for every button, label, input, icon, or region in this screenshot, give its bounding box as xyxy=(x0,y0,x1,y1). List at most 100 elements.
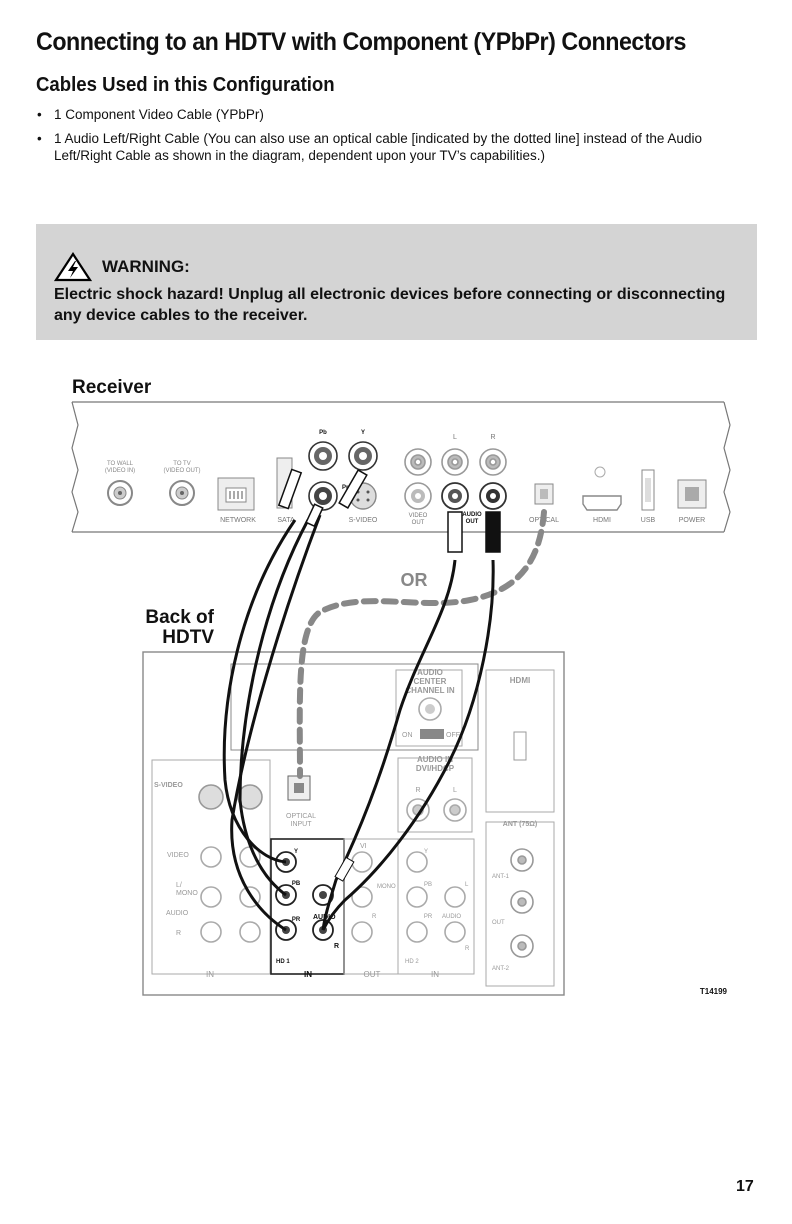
hd2-in-label: IN xyxy=(431,970,439,979)
warning-box: WARNING: Electric shock hazard! Unplug a… xyxy=(36,224,757,340)
page-title: Connecting to an HDTV with Component (YP… xyxy=(36,28,686,56)
tv-l-mono-sub-label: MONO xyxy=(176,890,198,897)
hd1-in-label: IN xyxy=(304,970,312,979)
svideo-label: S-VIDEO xyxy=(349,517,378,524)
hdtv-label-line2: HDTV xyxy=(162,627,214,648)
mid-mono-label: MONO xyxy=(377,884,396,890)
pr-label: Pr xyxy=(342,485,349,491)
led-indicator xyxy=(594,466,606,478)
to-tv-label: TO TV xyxy=(173,461,190,467)
tv-audio-label: AUDIO xyxy=(166,910,189,917)
video-out-sub-label: OUT xyxy=(412,520,425,526)
warning-header: WARNING: xyxy=(54,252,190,282)
hdtv-upper-block xyxy=(230,663,479,751)
tv-optical-label: OPTICAL xyxy=(286,813,316,820)
on-label: ON xyxy=(402,732,413,739)
hd2-pb-label: PB xyxy=(424,882,432,888)
figure-id: T14199 xyxy=(700,987,728,996)
audio-center-label-3: CHANNEL IN xyxy=(405,686,454,695)
receiver-hdmi-port xyxy=(582,495,622,511)
audio-out-left-jack xyxy=(441,482,469,510)
optical-cable-dotted xyxy=(296,509,547,779)
or-label: OR xyxy=(401,570,428,590)
antenna-ports xyxy=(510,848,534,958)
audio-in-r-label: R xyxy=(415,787,420,794)
hd2-y-label: Y xyxy=(424,849,428,855)
network-label: NETWORK xyxy=(220,517,256,524)
audio-center-group xyxy=(395,669,463,747)
tv-hdmi-label: HDMI xyxy=(510,676,530,685)
power-label: POWER xyxy=(679,517,705,524)
network-port xyxy=(217,477,255,511)
tv-svideo-ports xyxy=(198,784,263,810)
ant2-label: ANT-2 xyxy=(492,966,510,972)
tv-video-label: VIDEO xyxy=(167,852,189,859)
audio-cable xyxy=(321,559,495,931)
hd1-label: HD 1 xyxy=(276,959,290,965)
l-label: L xyxy=(453,434,457,441)
hd2-r-label: R xyxy=(465,946,470,952)
ant1-label: ANT-1 xyxy=(492,874,510,880)
tv-svideo-label: S-VIDEO xyxy=(154,782,183,789)
power-port xyxy=(677,479,707,509)
connection-diagram: Receiver TO WALL (VIDEO IN) TO TV (VIDEO… xyxy=(71,377,731,996)
receiver-optical-port xyxy=(534,483,554,505)
audio-center-label-1: AUDIO xyxy=(417,668,443,677)
antenna-group xyxy=(485,821,555,987)
list-item: 1 Audio Left/Right Cable (You can also u… xyxy=(36,130,716,164)
mid-vi-label: VI xyxy=(360,843,367,850)
hd2-jacks xyxy=(406,851,466,943)
hdmi-label: HDMI xyxy=(593,517,611,524)
hd2-pr-label: PR xyxy=(424,914,433,920)
left-group-jacks xyxy=(200,846,261,943)
tv-l-mono-label: L/ xyxy=(176,882,182,889)
hd2-label: HD 2 xyxy=(405,959,419,965)
to-wall-label: TO WALL xyxy=(107,461,134,467)
receiver-label: Receiver xyxy=(72,377,152,398)
audio-in-label: AUDIO IN xyxy=(417,755,453,764)
component-video-cable xyxy=(222,514,322,932)
audio-out-label: AUDIO xyxy=(462,512,482,518)
video-out-label: VIDEO xyxy=(409,513,428,519)
component-plugs xyxy=(277,468,368,528)
audio-plugs xyxy=(334,511,501,882)
hd2-group xyxy=(397,838,475,975)
warning-text: Electric shock hazard! Unplug all electr… xyxy=(54,286,726,324)
off-label: OFF xyxy=(446,732,460,739)
y-jack xyxy=(348,441,378,471)
r-label: R xyxy=(490,434,495,441)
electric-hazard-icon xyxy=(54,252,92,282)
tv-r-label: R xyxy=(176,930,181,937)
audio-in-l-label: L xyxy=(453,787,457,794)
pr-jack xyxy=(308,481,338,511)
list-item: 1 Component Video Cable (YPbPr) xyxy=(36,106,716,123)
receiver-upper-jacks xyxy=(404,448,507,476)
audio-center-jack xyxy=(418,697,442,721)
tv-optical-sub-label: INPUT xyxy=(291,821,313,828)
hd1-pb-label: PB xyxy=(292,881,301,887)
usb-label: USB xyxy=(641,517,656,524)
ant-75-label: ANT (75Ω) xyxy=(503,821,537,828)
on-off-switch[interactable] xyxy=(420,729,444,739)
pb-jack xyxy=(308,441,338,471)
tv-hdmi-port xyxy=(513,731,527,761)
out-group-jacks xyxy=(351,851,373,943)
ant-out-label: OUT xyxy=(492,920,505,926)
audio-out-sub-label: OUT xyxy=(466,519,479,525)
to-tv-sub-label: (VIDEO OUT) xyxy=(164,468,201,474)
hd2-l-label: L xyxy=(465,882,469,888)
out-label: OUT xyxy=(364,970,381,979)
audio-out-right-jack xyxy=(479,482,507,510)
video-out-jack xyxy=(404,482,432,510)
hd2-audio-label: AUDIO xyxy=(442,914,461,920)
cable-list: 1 Component Video Cable (YPbPr) 1 Audio … xyxy=(36,106,716,171)
hdtv-label-line1: Back of xyxy=(145,607,214,628)
left-in-label: IN xyxy=(206,970,214,979)
to-wall-sub-label: (VIDEO IN) xyxy=(105,468,135,474)
hd1-r-label: R xyxy=(334,943,339,950)
usb-port xyxy=(641,469,655,511)
warning-title: WARNING: xyxy=(102,257,190,276)
to-tv-port xyxy=(169,480,195,506)
hd1-pr-label: PR xyxy=(292,917,301,923)
pb-label: Pb xyxy=(319,430,327,436)
